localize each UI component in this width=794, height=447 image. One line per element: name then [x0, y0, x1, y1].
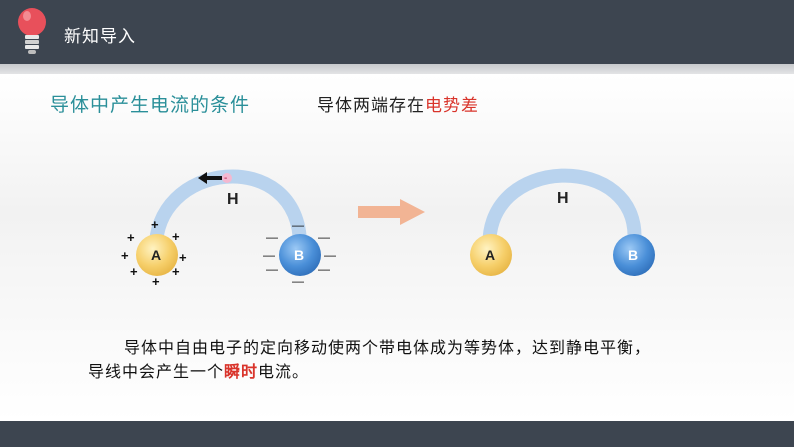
minus-charges: — — — — — — — —: [263, 218, 336, 288]
circuit-diagram: H - A B + + + + + + + + — — — — — — —: [121, 168, 655, 289]
minus-charge: —: [324, 248, 336, 262]
sphere-a-label-before: A: [151, 247, 161, 263]
condition-title: 导体中产生电流的条件: [50, 94, 251, 116]
wire-label-after: H: [557, 190, 569, 207]
plus-charge: +: [172, 264, 180, 279]
sphere-b-label-before: B: [294, 247, 304, 263]
plus-charge: +: [130, 264, 138, 279]
minus-charge: —: [292, 274, 304, 288]
after-state: H A B: [470, 168, 655, 276]
explanation-line-2-prefix: 导线中会产生一个: [88, 362, 225, 381]
header-stripe: [0, 64, 794, 74]
condition-desc-highlight: 电势差: [425, 96, 479, 116]
sphere-a-label-after: A: [485, 247, 495, 263]
header-title: 新知导入: [64, 27, 136, 47]
minus-charge: —: [263, 248, 275, 262]
condition-desc-text: 导体两端存在: [317, 96, 425, 116]
lightbulb-icon: [18, 8, 46, 54]
minus-charge: —: [318, 262, 330, 276]
electron-sign: -: [224, 173, 227, 184]
sphere-a-before: [136, 234, 178, 276]
sphere-a-after: [470, 234, 512, 276]
plus-charge: +: [152, 274, 160, 289]
explanation-line-2: 导线中会产生一个瞬时电流。: [88, 358, 768, 382]
sphere-b-label-after: B: [628, 247, 638, 263]
condition-desc: 导体两端存在电势差: [317, 91, 479, 116]
content-area: [0, 74, 794, 421]
plus-charge: +: [179, 250, 187, 265]
minus-charge: —: [292, 218, 304, 232]
sphere-b-after: [613, 234, 655, 276]
electron: [222, 173, 232, 183]
wire-after: [482, 168, 642, 261]
explanation-line-2-suffix: 电流。: [258, 362, 310, 381]
minus-charge: —: [266, 230, 278, 244]
plus-charge: +: [127, 230, 135, 245]
minus-charge: —: [318, 230, 330, 244]
plus-charge: +: [121, 248, 129, 263]
sphere-b-before: [279, 234, 321, 276]
transition-arrow: [358, 199, 425, 225]
explanation-highlight: 瞬时: [224, 362, 259, 381]
plus-charge: +: [151, 217, 159, 232]
minus-charge: —: [266, 262, 278, 276]
plus-charges: + + + + + + + +: [121, 217, 187, 289]
electron-arrow: [198, 172, 222, 184]
explanation-line-1: 导体中自由电子的定向移动使两个带电体成为等势体，达到静电平衡，: [124, 338, 652, 357]
wire-label-before: H: [227, 191, 239, 208]
plus-charge: +: [172, 229, 180, 244]
footer-bar: [0, 421, 794, 447]
header-bar: 新知导入: [0, 0, 794, 64]
before-state: H - A B + + + + + + + + — — — — — — —: [121, 169, 336, 289]
